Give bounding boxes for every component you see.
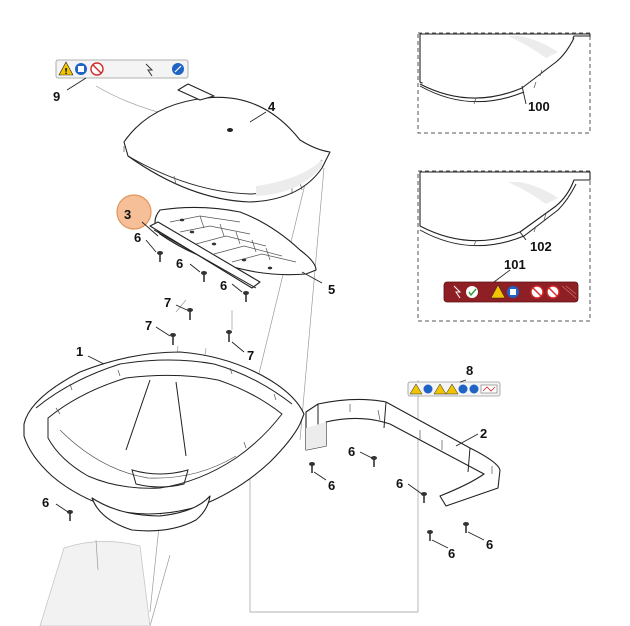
ok-icon: [466, 286, 478, 298]
screw-7-a: [187, 308, 193, 320]
callouts: 9 4 3 5 6 6 6 7 7 7 1 6 8 2 6 6 6 6 6 10…: [42, 89, 552, 561]
housing-part-1: [23, 351, 305, 532]
callout-101: 101: [504, 257, 526, 272]
detail-box-100: [417, 32, 591, 134]
screw-6-base: [67, 510, 73, 521]
read-manual-icon: [507, 286, 519, 298]
cover-part-4: [123, 83, 331, 203]
blade-hazard-icon: [145, 63, 154, 77]
callout-8: 8: [466, 363, 473, 378]
callout-3: 3: [124, 207, 131, 222]
callout-4: 4: [268, 99, 276, 114]
decal-8: [407, 381, 501, 397]
leader-lines: [55, 77, 527, 549]
callout-100: 100: [528, 99, 550, 114]
callout-6-bracket-c: 6: [220, 278, 227, 293]
warning-triangle-icon: !: [58, 61, 74, 76]
callout-1: 1: [76, 344, 83, 359]
callout-6-base: 6: [42, 495, 49, 510]
info-icon: [172, 63, 184, 75]
detail-box-102: [417, 170, 591, 322]
decal-9: !: [55, 59, 189, 79]
callout-6-frame-b: 6: [328, 478, 335, 493]
callout-7-c: 7: [247, 348, 254, 363]
callout-2: 2: [480, 426, 487, 441]
callout-5: 5: [328, 282, 335, 297]
screw-6-frame-c: [421, 492, 427, 503]
svg-text:!: !: [64, 67, 68, 76]
read-manual-icon: [423, 384, 433, 394]
discharge-chute: [39, 539, 151, 626]
callout-6-frame-d: 6: [486, 537, 493, 552]
screw-7-c: [226, 330, 232, 342]
warning-triangle-icon: [433, 383, 447, 395]
callout-102: 102: [530, 239, 552, 254]
screw-6-frame-d: [463, 522, 469, 533]
frame-part-2: [305, 398, 501, 507]
callout-7-a: 7: [164, 295, 171, 310]
info-icon: [458, 384, 468, 394]
callout-9: 9: [53, 89, 60, 104]
callout-6-frame-a: 6: [348, 444, 355, 459]
decal-101: [443, 281, 579, 303]
no-hands-icon: [90, 62, 104, 76]
callout-6-bracket-a: 6: [134, 230, 141, 245]
safety-instructions-icon: [480, 384, 498, 394]
warning-triangle-icon: [445, 383, 459, 395]
screw-6-frame-b: [309, 462, 315, 473]
prohibit-icon: [530, 285, 544, 299]
warning-triangle-icon: [490, 284, 506, 299]
callout-6-bracket-b: 6: [176, 256, 183, 271]
screw-6-frame-a: [371, 456, 377, 467]
callout-6-frame-c: 6: [396, 476, 403, 491]
callout-6-frame-e: 6: [448, 546, 455, 561]
screw-6-frame-e: [427, 530, 433, 541]
screw-6-bracket-a: [157, 251, 163, 262]
read-manual-icon: [75, 63, 87, 75]
callout-7-b: 7: [145, 318, 152, 333]
info-icon: [469, 384, 479, 394]
blade-hazard-icon: [453, 285, 462, 299]
prohibit-icon: [546, 285, 560, 299]
highlight-marker: [116, 194, 152, 230]
screw-7-b: [170, 333, 176, 345]
warning-triangle-icon: [409, 383, 423, 395]
screws: [67, 251, 469, 541]
screw-6-bracket-c: [243, 291, 249, 302]
bracket-part-3: [149, 221, 261, 289]
screw-6-bracket-b: [201, 271, 207, 282]
